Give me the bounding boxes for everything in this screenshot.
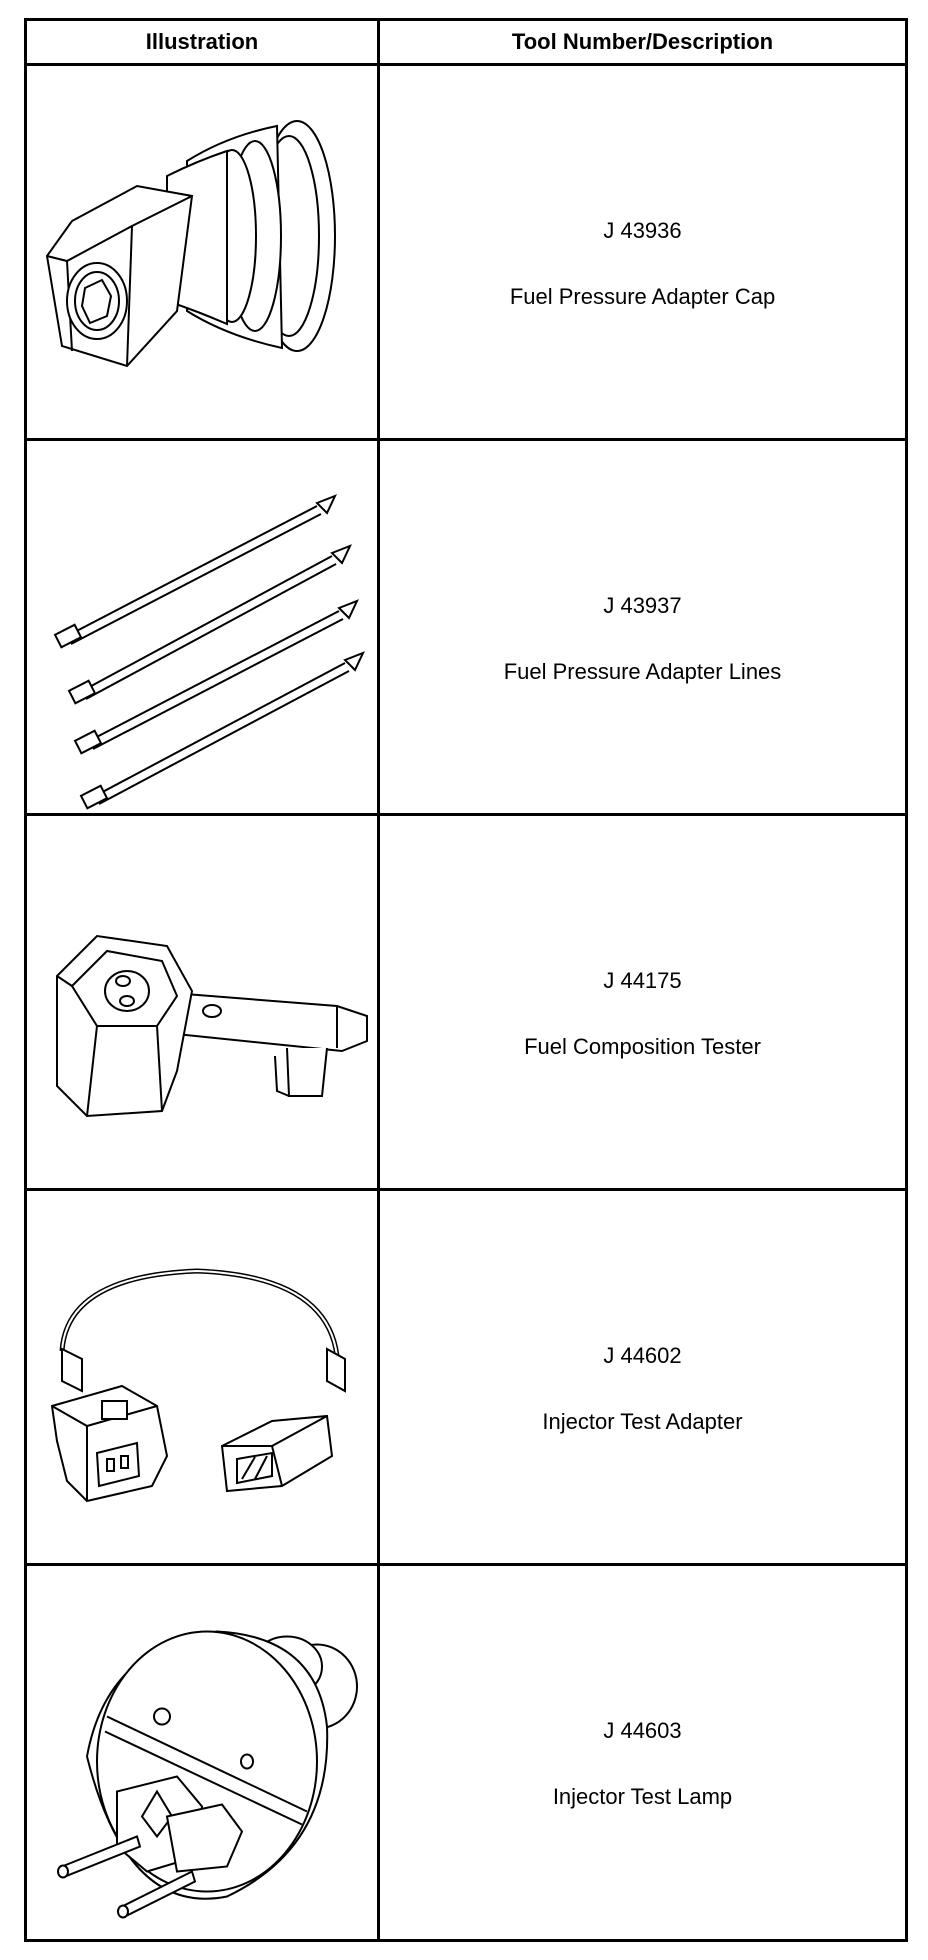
column-divider <box>377 21 380 1939</box>
tool-name: Injector Test Adapter <box>542 1409 743 1434</box>
description-column-header: Tool Number/Description <box>511 29 774 54</box>
tool-name: Injector Test Lamp <box>552 1784 733 1809</box>
tool-number: J 44603 <box>603 1718 682 1743</box>
tool-number: J 43937 <box>603 593 682 618</box>
tool-description-cell: J 44175 Fuel Composition Tester <box>380 816 905 1188</box>
tool-description-cell: J 44603 Injector Test Lamp <box>380 1566 905 1939</box>
composition-tester-icon <box>27 816 377 1188</box>
tool-name: Fuel Composition Tester <box>524 1034 761 1059</box>
injector-adapter-icon <box>27 1191 377 1563</box>
table-row: J 44602 Injector Test Adapter <box>27 1191 905 1566</box>
table-row: J 43936 Fuel Pressure Adapter Cap <box>27 66 905 441</box>
tool-description-cell: J 43937 Fuel Pressure Adapter Lines <box>380 441 905 813</box>
tool-name: Fuel Pressure Adapter Lines <box>503 659 782 684</box>
tool-description-cell: J 43936 Fuel Pressure Adapter Cap <box>380 66 905 438</box>
table-header: Illustration Tool Number/Description <box>27 21 905 66</box>
tool-name: Fuel Pressure Adapter Cap <box>509 284 776 309</box>
tool-number: J 44602 <box>603 1343 682 1368</box>
tool-number: J 43936 <box>603 218 682 243</box>
illustration-column-header: Illustration <box>145 29 259 54</box>
tool-number: J 44175 <box>603 968 682 993</box>
table-row: J 43937 Fuel Pressure Adapter Lines <box>27 441 905 816</box>
adapter-cap-icon <box>27 66 377 438</box>
table-row: J 44603 Injector Test Lamp <box>27 1566 905 1939</box>
tool-description-cell: J 44602 Injector Test Adapter <box>380 1191 905 1563</box>
test-lamp-icon <box>27 1566 377 1939</box>
adapter-lines-icon <box>27 441 377 813</box>
table-row: J 44175 Fuel Composition Tester <box>27 816 905 1191</box>
special-tools-table: Illustration Tool Number/Description <box>24 18 908 1942</box>
